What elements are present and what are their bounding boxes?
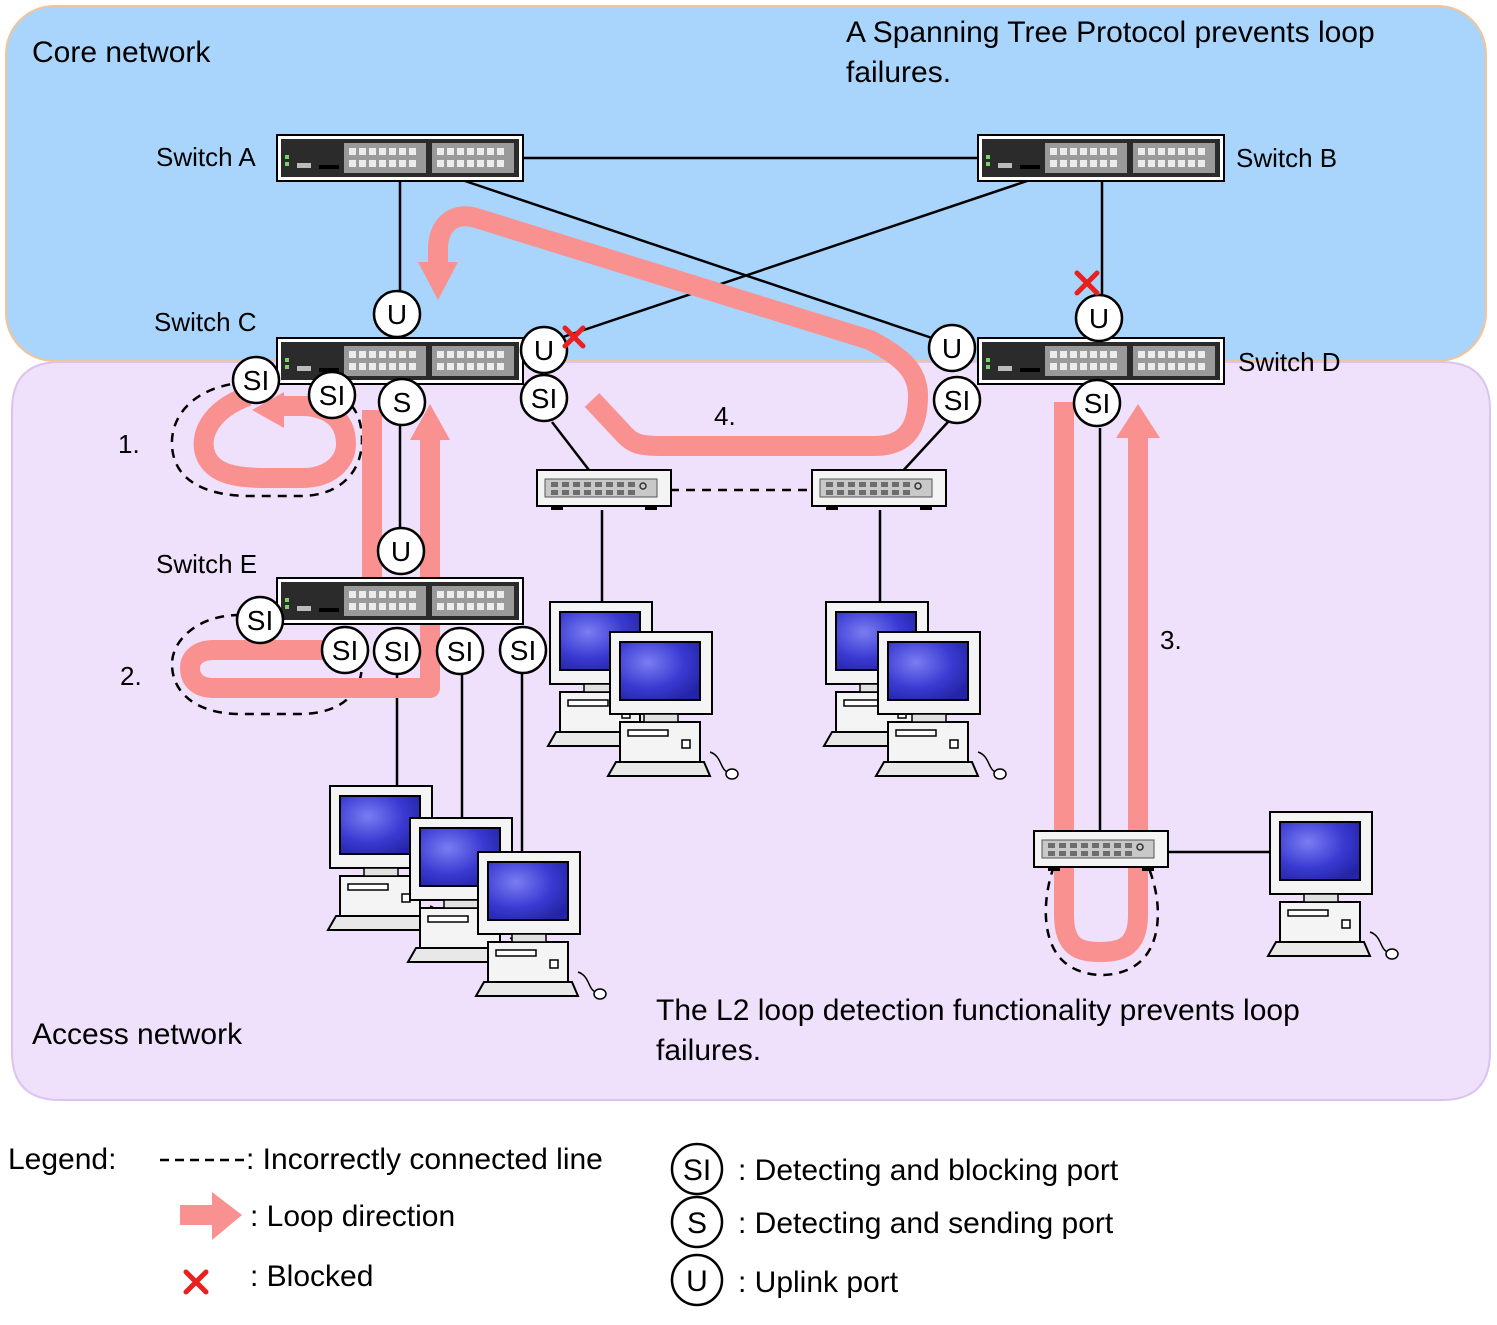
- si-port-label: SI: [447, 636, 473, 667]
- switch-b-label: Switch B: [1236, 143, 1337, 173]
- access-network-label: Access network: [32, 1018, 243, 1051]
- hub-right: [811, 469, 947, 511]
- u-port-label: U: [391, 536, 411, 567]
- loop-2-arrowhead: [410, 404, 450, 440]
- cables: [395, 156, 1272, 855]
- loop-number-4: 4.: [714, 401, 736, 431]
- svg-text:U: U: [686, 1265, 708, 1298]
- legend-s-text: : Detecting and sending port: [738, 1207, 1114, 1240]
- loop-4-arrowhead: [418, 262, 458, 300]
- si-port-label: SI: [510, 635, 536, 666]
- l2-note-line1: The L2 loop detection functionality prev…: [656, 994, 1300, 1027]
- si-port-marker: SI: [372, 626, 422, 676]
- core-network-label: Core network: [32, 36, 211, 69]
- loop-1-outline: [170, 380, 364, 498]
- switch-a-label: Switch A: [156, 142, 256, 172]
- port-markers: U U U U U SI SI S SI SI SI SI SI SI SI SI: [231, 289, 1124, 676]
- blocked-cross-icon: [1074, 270, 1100, 296]
- si-port-label: SI: [243, 365, 269, 396]
- loop-3-outline: [1044, 865, 1160, 977]
- switch-c: [276, 337, 524, 385]
- si-port-marker: SI: [307, 370, 357, 420]
- legend-si-circle: SI: [670, 1142, 724, 1196]
- loop-2-arrow: [180, 440, 440, 698]
- si-port-marker: SI: [320, 625, 370, 675]
- switch-a: [276, 134, 524, 182]
- si-port-marker: SI: [435, 626, 485, 676]
- si-port-marker: SI: [231, 355, 281, 405]
- s-port-label: S: [393, 387, 412, 418]
- switch-b: [977, 134, 1225, 182]
- u-port-marker: U: [1074, 293, 1124, 343]
- u-port-marker: U: [519, 325, 569, 375]
- legend-si-text: : Detecting and blocking port: [738, 1154, 1119, 1187]
- si-port-marker: SI: [235, 595, 285, 645]
- blocked-markers: [562, 270, 1100, 349]
- loop-4-arrow: [428, 206, 928, 456]
- loop-number-2: 2.: [120, 661, 142, 691]
- loop-number-3: 3.: [1160, 625, 1182, 655]
- si-port-marker: SI: [498, 625, 548, 675]
- si-port-label: SI: [384, 636, 410, 667]
- legend-u-text: : Uplink port: [738, 1266, 899, 1299]
- si-port-label: SI: [1084, 388, 1110, 419]
- si-port-marker: SI: [1072, 378, 1122, 428]
- legend-arrow-icon: [180, 1192, 242, 1240]
- u-port-marker: U: [376, 526, 426, 576]
- legend-incorrect-line-text: : Incorrectly connected line: [246, 1143, 603, 1176]
- u-port-label: U: [534, 335, 554, 366]
- si-port-label: SI: [531, 383, 557, 414]
- si-port-label: SI: [319, 380, 345, 411]
- legend-s-circle: S: [670, 1195, 724, 1249]
- s-port-marker: S: [377, 377, 427, 427]
- u-port-marker: U: [372, 289, 422, 339]
- u-port-marker: U: [927, 323, 977, 373]
- u-port-label: U: [942, 333, 962, 364]
- blocked-cross-icon: [562, 325, 586, 349]
- switch-d: [977, 337, 1225, 385]
- si-port-marker: SI: [519, 373, 569, 423]
- switch-e-label: Switch E: [156, 549, 257, 579]
- legend-u-circle: U: [670, 1253, 724, 1307]
- switch-d-label: Switch D: [1238, 347, 1341, 377]
- stp-note-line2: failures.: [846, 56, 951, 89]
- si-port-label: SI: [944, 385, 970, 416]
- legend-title: Legend:: [8, 1143, 116, 1176]
- hub-left: [536, 469, 672, 511]
- legend-blocked-text: : Blocked: [250, 1260, 373, 1293]
- loop-1-arrowhead: [252, 392, 284, 428]
- si-port-marker: SI: [932, 375, 982, 425]
- stp-note-line1: A Spanning Tree Protocol prevents loop: [846, 16, 1375, 49]
- u-port-label: U: [1089, 303, 1109, 334]
- loop-1-arrow: [193, 386, 356, 488]
- legend-cross-icon: [183, 1269, 209, 1295]
- loop-number-1: 1.: [118, 429, 140, 459]
- si-port-label: SI: [332, 635, 358, 666]
- l2-note-line2: failures.: [656, 1034, 761, 1067]
- svg-text:S: S: [687, 1207, 707, 1240]
- si-port-label: SI: [247, 605, 273, 636]
- legend-loop-direction-text: : Loop direction: [250, 1200, 455, 1233]
- hub-bottom-right: [1033, 830, 1169, 872]
- switch-c-label: Switch C: [154, 307, 257, 337]
- legend: Legend: : Incorrectly connected line : L…: [8, 1142, 1119, 1307]
- switch-e: [276, 577, 524, 625]
- u-port-label: U: [387, 299, 407, 330]
- loop-3-arrow: [1054, 402, 1148, 962]
- loop-2-outline: [170, 613, 364, 716]
- svg-text:SI: SI: [683, 1154, 711, 1187]
- loop-3-arrowhead: [1116, 404, 1160, 438]
